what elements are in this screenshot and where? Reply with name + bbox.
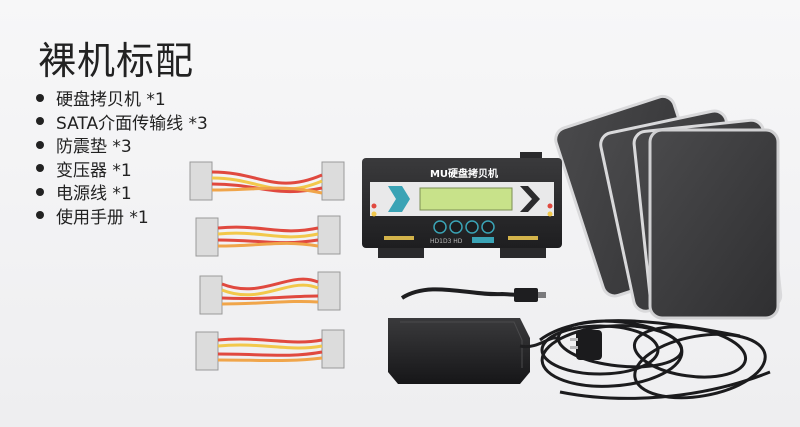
power-adapter bbox=[388, 287, 562, 384]
item-label: 电源线 *1 bbox=[56, 184, 132, 205]
anti-shock-pads bbox=[554, 94, 783, 320]
item-label: 变压器 *1 bbox=[56, 160, 132, 181]
list-item: 变压器 *1 bbox=[36, 157, 208, 181]
list-item: SATA介面传输线 *3 bbox=[36, 110, 208, 134]
bullet-icon bbox=[36, 117, 44, 126]
item-label: SATA介面传输线 *3 bbox=[56, 113, 208, 134]
item-label: 使用手册 *1 bbox=[56, 207, 149, 228]
bullet-icon bbox=[36, 93, 44, 102]
item-label: 防震垫 *3 bbox=[56, 137, 132, 158]
list-item: 硬盘拷贝机 *1 bbox=[36, 86, 208, 110]
list-item: 使用手册 *1 bbox=[36, 204, 208, 228]
bullet-icon bbox=[36, 211, 44, 220]
bullet-icon bbox=[36, 140, 44, 149]
list-item: 电源线 *1 bbox=[36, 180, 208, 204]
page-title: 裸机标配 bbox=[38, 39, 195, 83]
bullet-icon bbox=[36, 164, 44, 173]
power-plug bbox=[570, 330, 602, 360]
device-model-label: HD1D3 HD bbox=[430, 238, 463, 245]
sata-cables bbox=[189, 161, 345, 371]
power-cord bbox=[539, 319, 771, 400]
hdd-duplicator: MU硬盘拷贝机 HD1D3 HD bbox=[362, 152, 562, 258]
list-item: 防震垫 *3 bbox=[36, 133, 208, 157]
item-label: 硬盘拷贝机 *1 bbox=[56, 90, 166, 111]
bullet-icon bbox=[36, 187, 44, 196]
device-brand-label: MU硬盘拷贝机 bbox=[430, 167, 498, 180]
package-contents-list: 硬盘拷贝机 *1 SATA介面传输线 *3 防震垫 *3 变压器 *1 电源线 … bbox=[36, 86, 208, 228]
